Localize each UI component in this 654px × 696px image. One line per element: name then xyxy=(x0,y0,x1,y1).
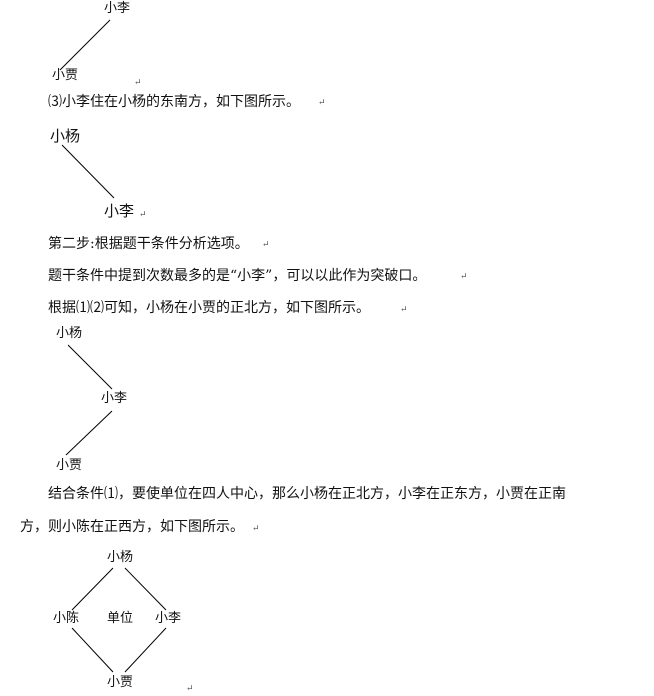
fig4-east-label: 小李 xyxy=(155,611,182,626)
paragraph-mark: ↵ xyxy=(134,78,142,88)
fig1-top-label: 小李 xyxy=(104,1,131,16)
fig2-bottom-label: 小李 xyxy=(104,202,135,220)
fig2-connector xyxy=(61,144,115,199)
paragraph-mark: ↵ xyxy=(460,272,468,282)
fig3-connector-lower xyxy=(65,410,113,456)
fig1-connector xyxy=(59,19,111,71)
fig3-bottom-label: 小贾 xyxy=(56,458,83,473)
paragraph-mark: ↵ xyxy=(318,98,326,108)
fig4-edge-sw xyxy=(71,627,114,673)
paragraph-3-line-1: 结合条件⑴，要使单位在四人中心，那么小杨在正北方，小李在正东方，小贾在正南 xyxy=(48,486,566,502)
fig3-top-label: 小杨 xyxy=(56,326,83,341)
paragraph-2: 根据⑴⑵可知，小杨在小贾的正北方，如下图所示。 xyxy=(48,300,370,316)
paragraph-3-line-2: 方，则小陈在正西方，如下图所示。 xyxy=(20,519,244,535)
paragraph-mark: ↵ xyxy=(186,684,194,694)
step3-text: ⑶小李住在小杨的东南方，如下图所示。 xyxy=(48,94,300,110)
step2-heading: 第二步:根据题干条件分析选项。 xyxy=(48,236,249,252)
fig4-center-label: 单位 xyxy=(107,611,134,626)
fig2-top-label: 小杨 xyxy=(50,127,81,145)
fig1-bottom-label: 小贾 xyxy=(52,68,79,83)
paragraph-mark: ↵ xyxy=(139,210,147,220)
fig3-middle-label: 小李 xyxy=(101,391,128,406)
paragraph-1: 题干条件中提到次数最多的是“小李”，可以以此作为突破口。 xyxy=(48,268,427,284)
fig4-edge-ne xyxy=(124,567,167,611)
fig4-edge-nw xyxy=(71,567,114,611)
paragraph-mark: ↵ xyxy=(400,305,408,315)
fig4-west-label: 小陈 xyxy=(53,611,80,626)
paragraph-mark: ↵ xyxy=(262,240,270,250)
fig4-south-label: 小贾 xyxy=(107,675,134,690)
fig3-connector-upper xyxy=(67,344,113,390)
paragraph-mark: ↵ xyxy=(252,524,260,534)
fig4-north-label: 小杨 xyxy=(107,550,134,565)
fig4-edge-se xyxy=(124,627,167,673)
